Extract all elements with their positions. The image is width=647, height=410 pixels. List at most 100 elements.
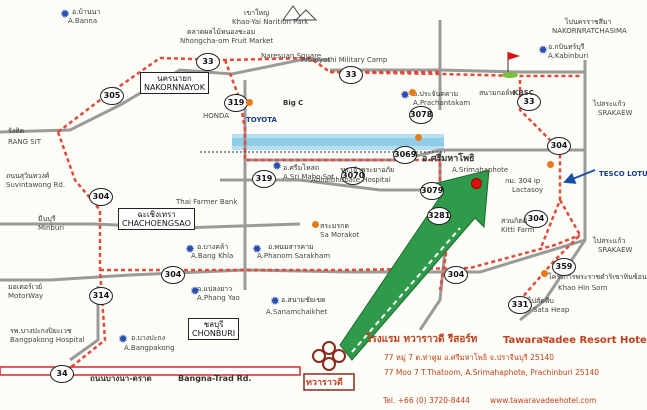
bangkhla-th: อ.บางคล้า xyxy=(197,243,229,251)
district-star-icon: ✹ xyxy=(272,159,283,173)
nakornnayok-box: นครนายก NAKORNNAYOK xyxy=(140,72,209,94)
toyota-label: TOYOTA xyxy=(246,116,277,124)
route-33-shield: 33 xyxy=(517,93,541,111)
sa-morakot-en: Sa Morakot xyxy=(320,231,360,239)
bigc-label: Big C xyxy=(283,99,304,107)
nakornnayok-en: NAKORNNAYOK xyxy=(144,83,205,92)
bangpakong-hosp-en: Bangpakong Hospital xyxy=(10,336,85,344)
srakaew-en: SRAKAEW xyxy=(598,109,633,117)
poi-dot xyxy=(415,134,422,141)
srimahaphot-en: A.Srimahaphote xyxy=(452,166,509,174)
route-34-shield: 34 xyxy=(50,365,74,383)
route-304-shield: 304 xyxy=(444,266,468,284)
banna-en: A.Banna xyxy=(68,17,98,25)
hotel-address-th: 77 หมู่ 7 ต.ท่าตูม อ.ศรีมหาโพธิ จ.ปราจีน… xyxy=(384,353,555,362)
route-33-shield: 33 xyxy=(339,66,363,84)
rangsit-en: RANG SIT xyxy=(8,138,42,146)
district-star-icon: ✹ xyxy=(270,294,281,308)
plaengyao-th: อ.แปลงยาว xyxy=(197,285,233,293)
srimahosot-th: อ.ศรีมโหสถ xyxy=(283,164,320,172)
route-3079-shield: 3079 xyxy=(420,182,444,200)
chonburi-th: ชลบุรี xyxy=(203,320,224,329)
kitti-farm-en: Kitti Farm xyxy=(501,226,535,234)
kabinburi-en: A.Kabinburi xyxy=(548,52,589,60)
hotel-location-pin-icon xyxy=(471,178,482,189)
minburi-en: Minburi xyxy=(38,224,65,232)
district-star-icon: ✹ xyxy=(118,332,129,346)
route-3281-shield: 3281 xyxy=(427,207,451,225)
route-3070-shield: 3070 xyxy=(341,167,365,185)
mountain-icon xyxy=(282,5,318,21)
motorway-en: MotorWay xyxy=(8,292,44,300)
motorway-th: มอเตอร์เวย์ xyxy=(8,283,43,291)
bangpakong-en: A.Bangpakong xyxy=(124,344,175,352)
hotel-name-th: โรงแรม ทวาราวดี รีสอร์ท xyxy=(366,334,478,345)
km-label: กม. 304 ip xyxy=(505,177,541,185)
hotel-info: โรงแรม ทวาราวดี รีสอร์ท Tawaraवadee Reso… xyxy=(358,328,647,410)
tesco-label: TESCO LOTUS xyxy=(599,170,647,178)
sataheap-th: ไปสัตหีบ xyxy=(528,297,554,305)
bangna-road-en: Bangna-Trad Rd. xyxy=(178,374,252,383)
promyothi-en: Promyothi Military Camp xyxy=(301,56,388,64)
rangsit-th: รังสิต xyxy=(8,127,24,135)
kbsc-en: KBSC xyxy=(513,89,534,97)
abhai-hosp-th: รพ.เจ้าพระยาอภัย xyxy=(340,166,395,174)
route-33-shield: 33 xyxy=(196,53,220,71)
route-314-shield: 314 xyxy=(89,287,113,305)
bangna-road-th: ถนนบางนา-ตราด xyxy=(90,374,152,383)
poi-dot xyxy=(246,99,253,106)
chachoengsao-box: ฉะเชิงเทรา CHACHOENGSAO xyxy=(118,208,195,230)
poi-dot xyxy=(541,270,548,277)
tesco-arrow xyxy=(563,169,596,184)
khaohinsorn-en: Khao Hin Sorn xyxy=(558,284,608,292)
sanamchaikhet-en: A.Sanamchaikhet xyxy=(266,308,328,316)
srakaew-th: ไปสระแก้ว xyxy=(593,100,626,108)
suvintawong-en: Suvintawong Rd. xyxy=(6,181,66,189)
hotel-name-en: Tawaraवadee Resort Hotel xyxy=(503,335,647,346)
poi-dot xyxy=(312,221,319,228)
route-304-shield: 304 xyxy=(89,188,113,206)
chachoengsao-en: CHACHOENGSAO xyxy=(122,219,191,228)
district-star-icon: ✹ xyxy=(538,43,549,57)
hotel-phone: Tel. +66 (0) 3720-8444 xyxy=(383,396,470,405)
nakornnayok-th: นครนายก xyxy=(157,74,192,83)
district-star-icon: ✹ xyxy=(400,88,411,102)
minburi-th: มีนบุรี xyxy=(38,215,56,223)
plaengyao-en: A.Phang Yao xyxy=(197,294,240,302)
sa-morakot-th: สระมรกต xyxy=(320,222,349,230)
route-304-shield: 304 xyxy=(547,137,571,155)
nakornratchasima-th: ไปนครราชสีมา xyxy=(565,18,612,26)
suvintawong-th: ถนนสุวินทวงศ์ xyxy=(6,172,50,180)
bangna-road xyxy=(0,366,301,376)
route-319-shield: 319 xyxy=(224,94,248,112)
poi-dot xyxy=(409,89,416,96)
thaifarmer-en: Thai Farmer Bank xyxy=(176,198,238,206)
district-star-icon: ✹ xyxy=(190,284,201,298)
khaohinsorn-th: โครงการพระราชดำริเขาหินซ้อน xyxy=(548,273,647,281)
kitti-farm-th: สวนกิตติ xyxy=(501,217,528,225)
route-3069-shield: 3069 xyxy=(393,146,417,164)
route-304-shield: 304 xyxy=(161,266,185,284)
hotel-logo-text: ทวาราวดี xyxy=(306,378,343,388)
srimahaphot-th: อ.ศรีมหาโพธิ xyxy=(422,154,475,164)
chonburi-box: ชลบุรี CHONBURI xyxy=(188,318,240,340)
srimahosot-en: A.Sri Maho Sot xyxy=(283,173,335,181)
nhongcha-th: ตลาดผลไม้หนองชะอม xyxy=(187,28,256,36)
hotel-address-en: 77 Moo 7 T.Thatoom, A.Srimahaphote, Prac… xyxy=(384,368,600,377)
route-331-shield: 331 xyxy=(508,296,532,314)
hotel-website[interactable]: www.tawaravadeehotel.com xyxy=(490,396,597,405)
lactasoy-en: Lactasoy xyxy=(512,186,544,194)
district-star-icon: ✹ xyxy=(60,7,71,21)
sanamchaikhet-th: อ.สนามชัยเขต xyxy=(281,296,326,304)
sataheap-en: Sata Heap xyxy=(533,306,570,314)
nhongcha-en: Nhongcha-om Fruit Market xyxy=(180,37,274,45)
chonburi-en: CHONBURI xyxy=(192,329,236,338)
abhai-hosp-en: Abhaibhubate Hospital xyxy=(311,176,391,184)
bangpakong-th: อ.บางปะกง xyxy=(131,334,166,342)
honda-label: HONDA xyxy=(203,112,230,120)
district-star-icon: ✹ xyxy=(252,242,263,256)
district-star-icon: ✹ xyxy=(185,242,196,256)
kbsc-th: สนามกอล์ฟ xyxy=(479,89,515,97)
